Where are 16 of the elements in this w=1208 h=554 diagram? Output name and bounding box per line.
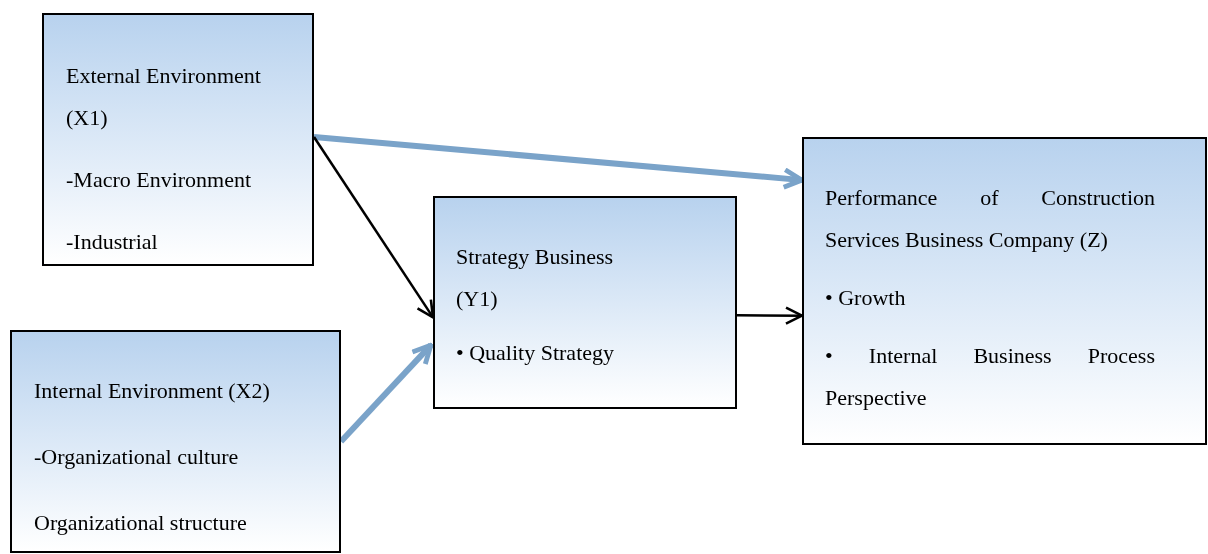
box-item: Organizational structure [34,509,248,537]
process-box [433,196,737,409]
box-title: Strategy Business (Y1) [456,243,615,313]
box-title: Performance of Construction Services Business Company (Z) [825,184,1155,254]
process-box [42,13,314,266]
box-item: -Organizational culture [34,443,240,471]
box-item: -Macro Environment [66,166,253,194]
process-box [10,330,341,553]
box-item: • Internal Business Process Perspective [825,342,1155,412]
box-title: Internal Environment (X2) [34,377,271,405]
box-title: External Environment (X1) [66,62,262,132]
box-item: -Industrial [66,228,159,256]
box-item: • Growth [825,284,907,312]
box-item: • Quality Strategy [456,339,615,367]
arrow [737,306,804,325]
process-box [802,137,1207,445]
